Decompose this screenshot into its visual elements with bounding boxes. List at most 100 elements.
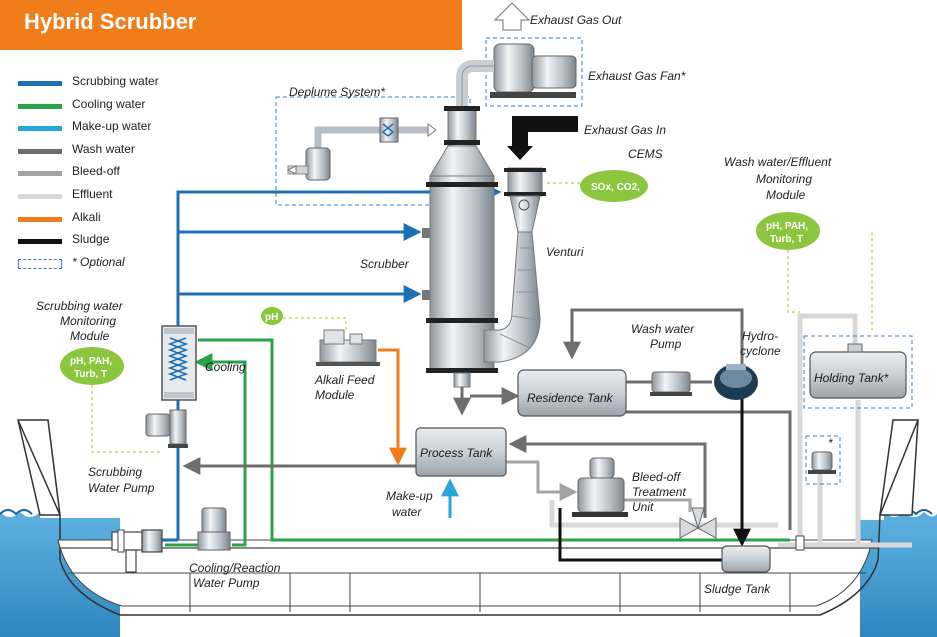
makeup-water-label-2: water [392,505,422,519]
scrubbing-pump-label-1: Scrubbing [88,465,142,479]
left-badge-text-1: pH, PAH, [70,356,112,367]
legend-item: Scrubbing water [18,72,178,95]
legend-label: Bleed-off [72,164,120,179]
bleedoff-label-2: Treatment [632,485,686,499]
alkali-feed-label-1: Alkali Feed [314,373,375,387]
legend-swatch [18,239,62,245]
optional-pump [808,451,836,474]
effluent-monitor-label-1: Wash water/Effluent [724,155,832,169]
legend-swatch [18,148,62,154]
ship-hull [17,419,919,616]
exhaust-gas-in-pipe [507,116,578,160]
bleed-off-treatment-unit [572,457,628,517]
wash-water-pump-label-1: Wash water [631,322,695,336]
legend-label: Cooling water [72,96,146,111]
scrubber-label: Scrubber [360,257,410,271]
legend-swatch [18,258,62,269]
holding-tank-inlet [847,343,863,353]
effluent-monitor-label-3: Module [766,188,806,202]
scrubbing-water-pump [145,409,188,448]
legend-item: Bleed-off [18,162,178,185]
legend-swatch [18,126,62,132]
left-badge-text-2: Turb, T [74,369,107,380]
legend-swatch [18,193,62,199]
exhaust-gas-fan-label: Exhaust Gas Fan* [588,69,686,83]
holding-tank-box [803,335,913,409]
hydrocyclone-label-1: Hydro- [742,329,778,343]
exhaust-gas-fan [490,43,577,98]
sox-co2-badge [580,170,648,202]
cooling-pump-label-2: Water Pump [193,576,260,590]
deplume-system-equipment [286,117,437,181]
legend-item: Alkali [18,208,178,231]
right-badge-text-1: pH, PAH, [766,221,808,232]
title-bar: Hybrid Scrubber [0,0,462,50]
right-monitoring-badge [756,212,820,250]
left-monitoring-badge [60,347,124,385]
right-badge-text-2: Turb, T [770,234,803,245]
sea-chest-valve [111,529,163,573]
bleed-off-lines [505,460,692,512]
alkali-lines [378,348,407,466]
scrubber-tower [422,106,498,388]
exhaust-gas-out-arrow [493,2,531,31]
exhaust-duct-outline [461,65,494,110]
legend-swatch [18,81,62,86]
optional-pump-box [805,435,841,485]
holding-tank-label: Holding Tank* [814,371,889,385]
scrubbing-monitor-label-1: Scrubbing water [36,299,124,313]
scrubbing-monitor-label-2: Monitoring [60,314,116,328]
sox-co2-badge-text: SOx, CO2, [591,182,640,193]
legend-label: Make-up water [72,119,152,134]
legend-label: Effluent [72,186,113,201]
legend-item: Make-up water [18,117,178,140]
legend-item: * Optional [18,253,178,276]
scrubbing-monitor-label-3: Module [70,329,110,343]
process-tank [415,427,507,477]
page-title: Hybrid Scrubber [24,9,197,34]
wash-water-pump-label-2: Pump [650,337,682,351]
legend-label: * Optional [72,254,125,269]
ph-badge-text: pH [265,312,278,323]
sludge-tank [721,545,771,573]
alkali-feed-label-2: Module [315,388,355,402]
legend-item: Effluent [18,185,178,208]
scrubbing-pump-label-2: Water Pump [88,481,155,495]
exhaust-gas-out-label: Exhaust Gas Out [530,13,622,27]
bleedoff-label-3: Unit [632,500,654,514]
wash-water-pump [650,371,692,396]
monitoring-connectors [91,182,873,453]
legend-swatch [18,171,62,177]
residence-tank-label: Residence Tank [527,391,614,405]
hydrocyclone-label-2: cyclone [740,344,781,358]
cems-label: CEMS [628,147,663,161]
sludge-lines [558,398,751,562]
exhaust-gas-in-label: Exhaust Gas In [584,123,666,137]
legend-swatch [18,216,62,222]
legend-swatch [18,103,62,109]
legend-label: Scrubbing water [72,74,159,88]
cooling-heat-exchanger [161,325,197,401]
cooling-reaction-water-pump [197,507,231,551]
process-tank-label: Process Tank [420,446,493,460]
exhaust-duct [456,60,494,110]
overboard-valve [795,535,805,551]
legend-label: Alkali [72,209,101,224]
venturi-label: Venturi [546,245,584,259]
cooling-pump-label-1: Cooling/Reaction [189,561,281,575]
alkali-feed-module [316,329,380,366]
legend-item: Cooling water [18,95,178,118]
optional-pump-star: * [828,436,833,450]
three-way-valve [679,507,717,539]
venturi [483,167,546,363]
sludge-tank-label: Sludge Tank [704,582,771,596]
legend-label: Wash water [72,141,135,156]
makeup-water-label-1: Make-up [386,489,433,503]
bleedoff-label-1: Bleed-off [632,470,682,484]
legend-item: Wash water [18,140,178,163]
legend-label: Sludge [72,232,110,247]
ph-badge [261,307,283,325]
